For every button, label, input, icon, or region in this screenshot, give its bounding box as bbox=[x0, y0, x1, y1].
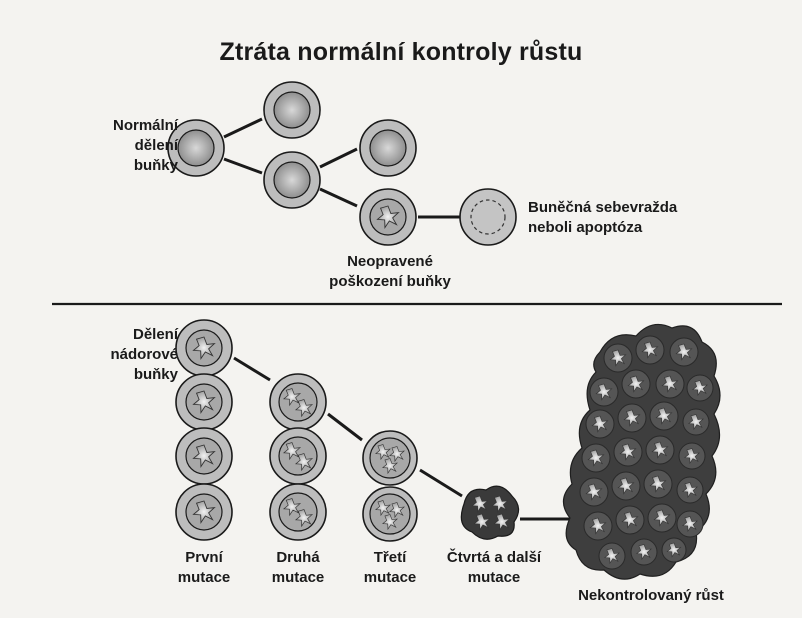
tumor-mass bbox=[563, 324, 720, 579]
normal-cell bbox=[264, 82, 320, 138]
mutated-cell bbox=[363, 487, 417, 541]
normal-connectors bbox=[224, 119, 460, 217]
label-tumor-division: Dělení nádorové buňky bbox=[86, 325, 178, 385]
label-normal-division: Normální dělení buňky bbox=[90, 116, 178, 176]
mutated-cell bbox=[176, 484, 232, 540]
connector-line bbox=[320, 149, 357, 167]
connector-line bbox=[224, 159, 262, 173]
label-third-mutation: Třetí mutace bbox=[350, 548, 430, 588]
mutated-cell bbox=[176, 320, 232, 376]
connector-line bbox=[320, 189, 357, 206]
mutated-cell bbox=[176, 374, 232, 430]
label-fourth-mutation: Čtvrtá a další mutace bbox=[424, 548, 564, 588]
mutated-cell bbox=[363, 431, 417, 485]
tumor-column-2 bbox=[270, 374, 326, 540]
tumor-column-3 bbox=[363, 431, 417, 541]
fourth-mutation-cluster bbox=[461, 486, 518, 539]
mutated-cell bbox=[270, 428, 326, 484]
connector-line bbox=[420, 470, 462, 496]
label-uncontrolled-growth: Nekontrolovaný růst bbox=[556, 586, 746, 606]
label-second-mutation: Druhá mutace bbox=[258, 548, 338, 588]
label-apoptosis: Buněčná sebevražda neboli apoptóza bbox=[528, 198, 708, 238]
connector-line bbox=[234, 358, 270, 380]
tumor-column-1 bbox=[176, 320, 232, 540]
diagram-title: Ztráta normální kontroly růstu bbox=[0, 38, 802, 67]
mutated-cell bbox=[176, 428, 232, 484]
label-first-mutation: První mutace bbox=[164, 548, 244, 588]
label-unrepaired-damage: Neopravené poškození buňky bbox=[310, 252, 470, 292]
normal-cell bbox=[264, 152, 320, 208]
connector-line bbox=[328, 414, 362, 440]
mutated-cell bbox=[270, 374, 326, 430]
damaged-cell bbox=[360, 189, 416, 245]
normal-cell bbox=[360, 120, 416, 176]
mutated-cell bbox=[270, 484, 326, 540]
normal-cells bbox=[168, 82, 516, 245]
apoptotic-cell bbox=[460, 189, 516, 245]
connector-line bbox=[224, 119, 262, 137]
